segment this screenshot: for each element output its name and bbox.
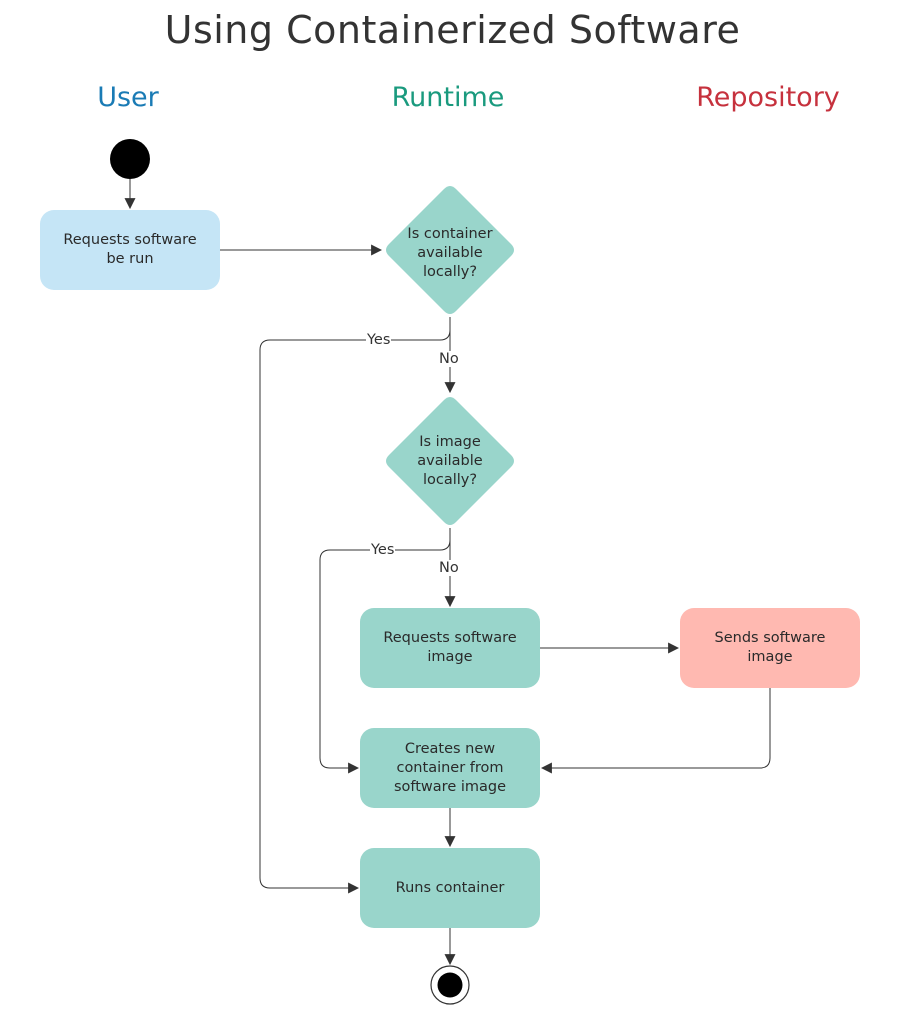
node-run-container: Runs container	[360, 848, 540, 928]
end-node	[437, 972, 463, 998]
start-node	[110, 139, 150, 179]
edge-label-image-no: No	[438, 560, 460, 576]
edge-label-container-no: No	[438, 351, 460, 367]
lane-label-repository: Repository	[696, 82, 840, 113]
edge-image-yes	[319, 528, 451, 774]
decision-image-text: Is image available locally?	[417, 434, 483, 488]
node-request-run: Requests software be run	[40, 210, 220, 290]
decision-image-available	[386, 397, 514, 525]
edge-label-container-yes: Yes	[366, 332, 392, 348]
node-request-image: Requests software image	[360, 608, 540, 688]
decision-container-text: Is container available locally?	[407, 226, 493, 280]
edge-label-image-yes: Yes	[370, 542, 396, 558]
decision-container-available	[386, 186, 514, 314]
edge-container-yes	[259, 317, 451, 894]
lane-label-user: User	[97, 82, 159, 113]
node-send-image: Sends software image	[680, 608, 860, 688]
edge-send-image-to-create-container	[540, 688, 771, 774]
lane-label-runtime: Runtime	[391, 82, 505, 113]
page-title: Using Containerized Software	[164, 8, 741, 52]
node-create-container: Creates new container from software imag…	[360, 728, 540, 808]
